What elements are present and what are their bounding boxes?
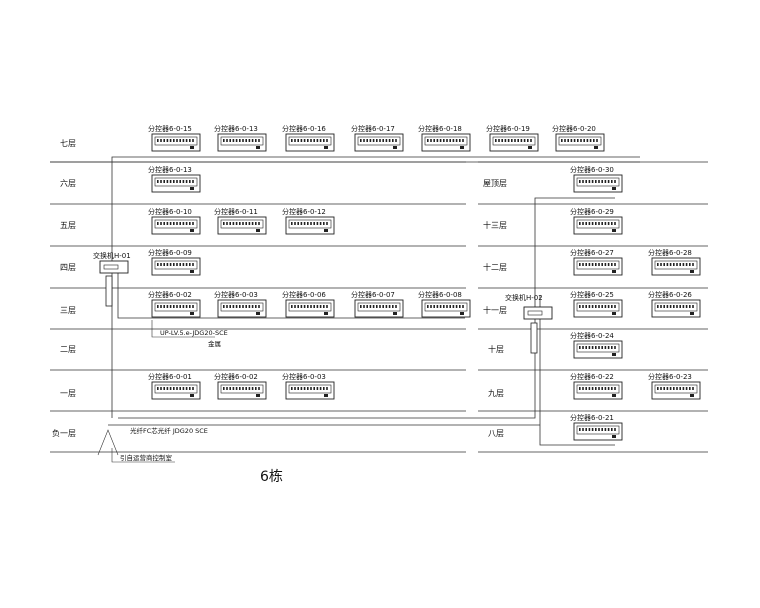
device-right-5-1-label: 分控器6-0-23 — [648, 372, 692, 381]
device-right-5-0-label: 分控器6-0-22 — [570, 372, 614, 381]
device-left-4-3-label: 分控器6-0-07 — [351, 290, 395, 299]
device-left-6-1: 分控器6-0-02 — [214, 372, 267, 400]
building-label: 6栋 — [260, 468, 283, 485]
device-right-3-0-label: 分控器6-0-25 — [570, 290, 614, 299]
device-left-6-2: 分控器6-0-03 — [282, 372, 335, 400]
device-left-0-3: 分控器6-0-17 — [351, 124, 404, 152]
device-left-4-1-label: 分控器6-0-03 — [214, 290, 258, 299]
floor-label-5f: 五层 — [60, 221, 76, 230]
device-right-0-0-label: 分控器6-0-30 — [570, 165, 614, 174]
device-left-6-2-label: 分控器6-0-03 — [282, 372, 326, 381]
device-left-6-1-label: 分控器6-0-02 — [214, 372, 258, 381]
floor-label-10f: 十层 — [488, 344, 504, 354]
device-left-0-4-label: 分控器6-0-18 — [418, 124, 462, 133]
device-right-5-1: 分控器6-0-23 — [648, 372, 701, 400]
device-left-4-1: 分控器6-0-03 — [214, 290, 267, 318]
cable-spec-note: UP-LV.5.e-JDG20-SCE — [160, 329, 228, 337]
floor-label-7f: 七层 — [60, 139, 76, 148]
device-right-2-0: 分控器6-0-27 — [570, 248, 623, 276]
device-left-0-5-label: 分控器6-0-19 — [486, 124, 530, 133]
device-left-4-2: 分控器6-0-06 — [282, 290, 335, 318]
floor-label-2f: 二层 — [60, 345, 76, 354]
device-left-4-4-label: 分控器6-0-08 — [418, 290, 462, 299]
device-right-6-0-label: 分控器6-0-21 — [570, 413, 614, 422]
device-left-1-0: 分控器6-0-13 — [148, 165, 201, 193]
floor-label-12f: 十二层 — [483, 262, 507, 272]
device-left-2-1: 分控器6-0-11 — [214, 207, 267, 235]
device-left-2-0-label: 分控器6-0-10 — [148, 207, 192, 216]
device-right-2-1-label: 分控器6-0-28 — [648, 248, 692, 257]
device-right-3-1-label: 分控器6-0-26 — [648, 290, 692, 299]
device-left-4-4: 分控器6-0-08 — [418, 290, 471, 318]
distribution-devices: 分控器6-0-15 分控器6-0-13 分控器6-0-16 分控器6-0-17 分控器6… — [148, 124, 701, 441]
device-right-4-0-label: 分控器6-0-24 — [570, 331, 614, 340]
device-left-4-0-label: 分控器6-0-02 — [148, 290, 192, 299]
device-left-3-0: 分控器6-0-09 — [148, 248, 201, 276]
floor-label-8f: 八层 — [488, 429, 504, 438]
floor-label-roof: 屋顶层 — [483, 179, 507, 188]
device-right-0-0: 分控器6-0-30 — [570, 165, 623, 193]
riser-fiber-note: 光纤FC芯光纤 JDG20 SCE — [130, 426, 208, 435]
device-left-2-2-label: 分控器6-0-12 — [282, 207, 326, 216]
floor-label-11f: 十一层 — [483, 305, 507, 315]
device-right-4-0: 分控器6-0-24 — [570, 331, 623, 359]
floor-grid-lines — [50, 161, 708, 453]
device-left-1-0-label: 分控器6-0-13 — [148, 165, 192, 174]
floor-label-3f: 三层 — [60, 306, 76, 315]
device-right-2-0-label: 分控器6-0-27 — [570, 248, 614, 257]
device-right-2-1: 分控器6-0-28 — [648, 248, 701, 276]
device-left-0-6-label: 分控器6-0-20 — [552, 124, 596, 133]
floor-label-b1: 负一层 — [52, 428, 76, 438]
device-left-0-6: 分控器6-0-20 — [552, 124, 605, 152]
floor-label-13f: 十三层 — [483, 220, 507, 230]
switch-left-label: 交换机H-01 — [93, 251, 131, 260]
device-left-0-0: 分控器6-0-15 — [148, 124, 201, 152]
device-left-4-3: 分控器6-0-07 — [351, 290, 404, 318]
floor-label-9f: 九层 — [488, 389, 504, 398]
device-left-0-1-label: 分控器6-0-13 — [214, 124, 258, 133]
left-floor-labels: 七层 六层 五层 四层 三层 二层 一层 负一层 — [52, 139, 76, 438]
device-right-5-0: 分控器6-0-22 — [570, 372, 623, 400]
right-floor-labels: 屋顶层 十三层 十二层 十一层 十层 九层 八层 — [483, 179, 507, 438]
device-left-3-0-label: 分控器6-0-09 — [148, 248, 192, 257]
device-left-6-0-label: 分控器6-0-01 — [148, 372, 192, 381]
entry-source-note: 引自运营商控制室 — [120, 453, 173, 462]
device-left-0-0-label: 分控器6-0-15 — [148, 124, 192, 133]
device-right-1-0-label: 分控器6-0-29 — [570, 207, 614, 216]
device-left-2-2: 分控器6-0-12 — [282, 207, 335, 235]
floor-label-4f: 四层 — [60, 263, 76, 272]
device-left-0-5: 分控器6-0-19 — [486, 124, 539, 152]
device-left-4-0: 分控器6-0-02 — [148, 290, 201, 318]
device-left-4-2-label: 分控器6-0-06 — [282, 290, 326, 299]
device-right-6-0: 分控器6-0-21 — [570, 413, 623, 441]
device-left-0-4: 分控器6-0-18 — [418, 124, 471, 152]
device-left-6-0: 分控器6-0-01 — [148, 372, 201, 400]
device-left-0-3-label: 分控器6-0-17 — [351, 124, 395, 133]
device-left-2-1-label: 分控器6-0-11 — [214, 207, 258, 216]
device-right-3-1: 分控器6-0-26 — [648, 290, 701, 318]
floor-label-6f: 六层 — [60, 178, 76, 188]
cable-notes: UP-LV.5.e-JDG20-SCE 金属 光纤FC芯光纤 JDG20 SCE… — [97, 320, 228, 463]
device-left-0-2-label: 分控器6-0-16 — [282, 124, 326, 133]
switch-right-label: 交换机H-02 — [505, 293, 543, 302]
device-right-1-0: 分控器6-0-29 — [570, 207, 623, 235]
device-right-3-0: 分控器6-0-25 — [570, 290, 623, 318]
device-left-2-0: 分控器6-0-10 — [148, 207, 201, 235]
switch-right: 交换机H-02 — [505, 293, 553, 354]
cable-material-note: 金属 — [208, 339, 221, 348]
floor-label-1f: 一层 — [60, 389, 76, 398]
device-left-0-1: 分控器6-0-13 — [214, 124, 267, 152]
switch-left: 交换机H-01 — [93, 251, 131, 307]
device-left-0-2: 分控器6-0-16 — [282, 124, 335, 152]
